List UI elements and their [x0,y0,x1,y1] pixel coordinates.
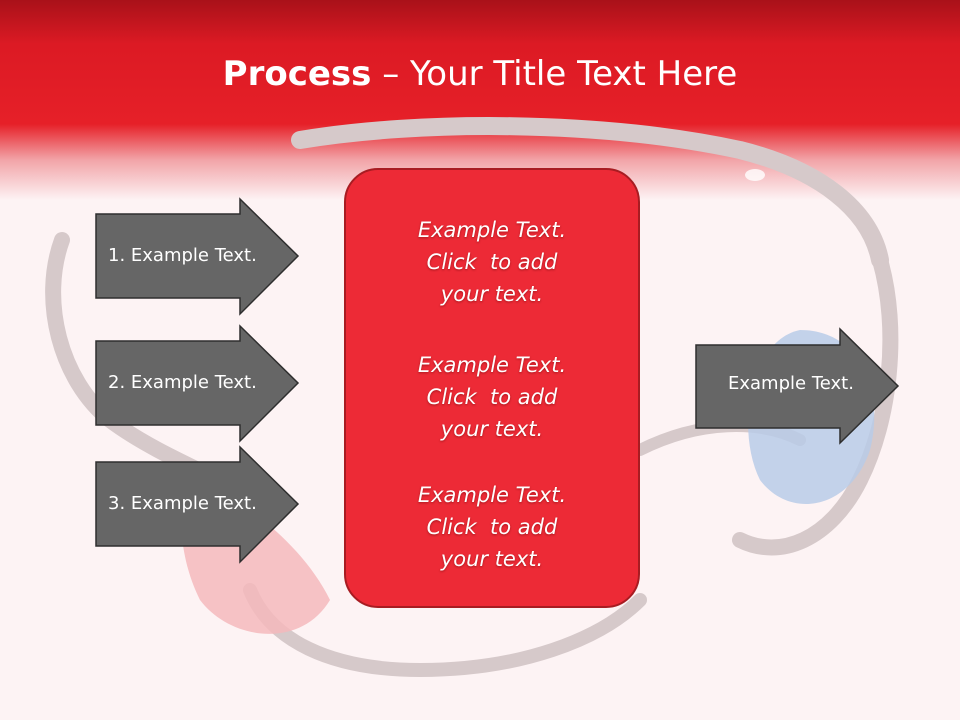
process-step-arrow-3[interactable]: 3. Example Text. [95,445,300,564]
center-paragraph-3: Example Text. Click to add your text. [346,479,638,575]
output-arrow[interactable]: Example Text. [695,327,900,445]
center-paragraph-1: Example Text. Click to add your text. [346,214,638,310]
paragraph-line: Click to add [426,250,558,274]
paragraph-line: your text. [440,547,544,571]
paragraph-line: Click to add [426,515,558,539]
paragraph-line: Click to add [426,385,558,409]
process-step-label: 2. Example Text. [108,372,257,393]
process-step-arrow-1[interactable]: 1. Example Text. [95,197,300,316]
paragraph-line: Example Text. [417,483,567,507]
process-step-label: 1. Example Text. [108,245,257,266]
arrow-right-icon [95,197,300,316]
output-label: Example Text. [728,373,854,394]
paragraph-line: your text. [440,417,544,441]
center-text-box[interactable]: Example Text. Click to add your text. Ex… [344,168,640,608]
paragraph-line: Example Text. [417,218,567,242]
arrow-right-icon [95,445,300,564]
center-paragraph-2: Example Text. Click to add your text. [346,349,638,445]
process-step-label: 3. Example Text. [108,493,257,514]
paragraph-line: your text. [440,282,544,306]
title-bold: Process [222,54,372,94]
page-title: Process – Your Title Text Here [0,52,960,96]
paragraph-line: Example Text. [417,353,567,377]
title-dash: – [371,54,411,94]
title-rest: Your Title Text Here [410,54,738,94]
arrow-right-icon [95,324,300,443]
arrow-right-icon [695,327,900,445]
process-step-arrow-2[interactable]: 2. Example Text. [95,324,300,443]
